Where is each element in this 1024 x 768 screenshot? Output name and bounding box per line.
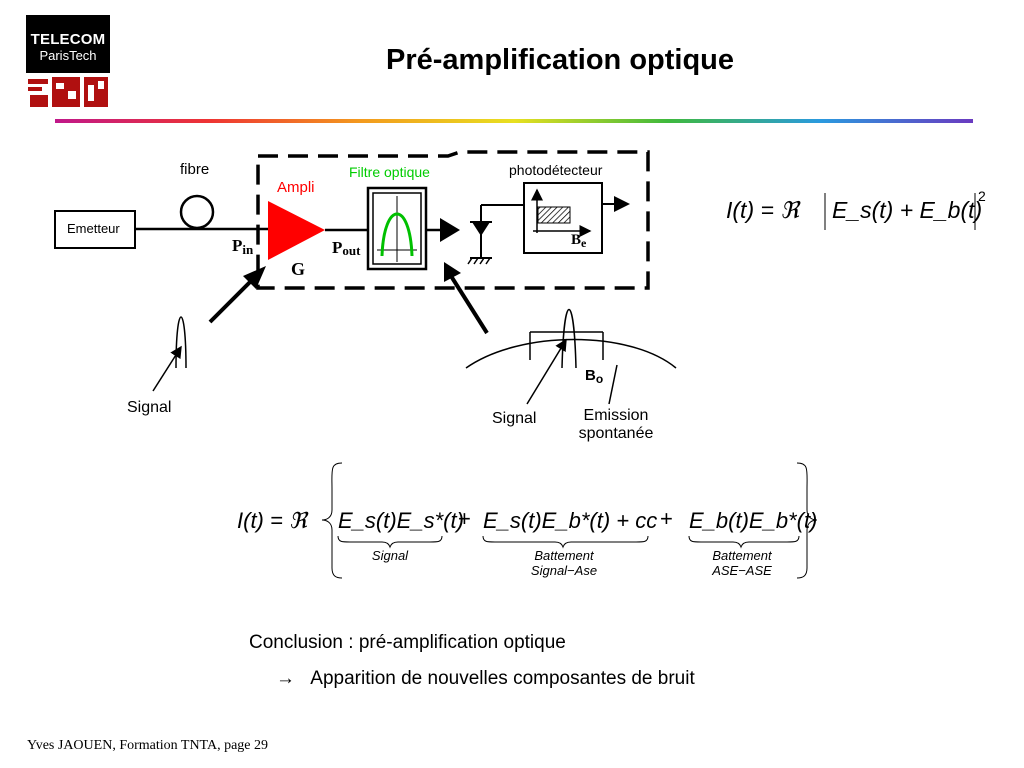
equation-top: I(t) = ℜ — [726, 197, 799, 224]
page-title: Pré-amplification optique — [385, 44, 735, 76]
amplifier-triangle-icon — [268, 201, 325, 260]
conclusion-bullet: → Apparition de nouvelles composantes de… — [276, 668, 695, 690]
logo-line2: ParisTech — [39, 48, 97, 63]
eq-top-lhs: I(t) = ℜ — [726, 197, 800, 223]
p-out-label: Pout — [332, 238, 361, 258]
logo-box: TELECOM ParisTech — [26, 15, 110, 73]
pout-pointer-line — [449, 274, 489, 335]
arrow-icon: → — [276, 668, 295, 689]
conclusion-line: Conclusion : pré-amplification optique — [249, 632, 566, 653]
signal-left-label: Signal — [127, 399, 172, 416]
underbrace-signal-ase — [482, 535, 649, 549]
footer-text: Yves JAOUEN, Formation TNTA, page 29 — [27, 738, 269, 753]
eq-main-term2: E_s(t)E_b*(t) + cc — [483, 508, 658, 533]
label2-line1: Battement — [534, 548, 594, 563]
underbrace-signal — [337, 535, 443, 549]
output-arrow-icon — [440, 218, 460, 242]
label-signal: Signal — [371, 548, 409, 563]
emetteur-box — [54, 210, 136, 249]
right-signal-pointer — [526, 338, 567, 405]
fibre-coil-icon — [179, 194, 215, 230]
emission-spontanee-label: Emission spontanée — [571, 407, 661, 443]
gradient-divider — [55, 119, 973, 123]
conclusion-bullet-text: Apparition de nouvelles composantes de b… — [310, 668, 695, 689]
eq-main-term3: E_b(t)E_b*(t) — [689, 508, 818, 533]
left-signal-pointer — [152, 345, 182, 392]
pin-pointer-line — [208, 274, 258, 324]
filtre-optique-label: Filtre optique — [349, 164, 430, 180]
pin-pointer-arrow-icon — [243, 266, 266, 289]
emission-pointer — [608, 364, 618, 405]
logo-seal-mark — [28, 77, 108, 107]
filter-inner-box — [372, 192, 422, 265]
bo-filter-window — [529, 331, 604, 360]
bo-label: Bo — [585, 367, 604, 386]
eq-main-lhs: I(t) = ℜ — [237, 508, 307, 533]
photodetecteur-label: photodétecteur — [509, 162, 603, 178]
eq-top-body: E_s(t) + E_b(t) — [832, 197, 983, 223]
underbrace-ase-ase — [688, 535, 800, 549]
ase-spectrum — [465, 338, 677, 369]
p-in-label: Pin — [232, 236, 254, 257]
label2-line2: Signal−Ase — [530, 563, 598, 578]
logo-line1: TELECOM — [30, 31, 106, 48]
label3-line2: ASE−ASE — [712, 563, 772, 578]
gain-label: G — [291, 259, 306, 279]
emission-line1: Emission — [583, 407, 649, 424]
left-curly-brace — [321, 462, 343, 579]
eq-top-exponent: 2 — [978, 188, 986, 204]
dashed-enclosure — [256, 150, 650, 290]
label3-line1: Battement — [712, 548, 772, 563]
detector-band-hatch — [537, 206, 571, 224]
emission-line2: spontanée — [578, 425, 654, 442]
label-battement-signal-ase: Battement Signal−Ase — [508, 548, 620, 578]
eq-main-term1: E_s(t)E_s*(t) — [338, 508, 464, 533]
telecom-paristech-logo: TELECOM ParisTech — [26, 15, 110, 107]
right-curly-brace — [796, 462, 818, 579]
pout-pointer-arrow-icon — [444, 262, 461, 282]
fibre-label: fibre — [180, 161, 210, 178]
emetteur-label: Emetteur — [67, 221, 120, 236]
filter-curve-icon — [380, 212, 414, 257]
signal-right-label: Signal — [492, 410, 537, 427]
photodiode-icon — [472, 222, 490, 236]
right-signal-spectrum — [561, 309, 577, 369]
ampli-label: Ampli — [277, 179, 315, 196]
label-battement-ase-ase: Battement ASE−ASE — [690, 548, 794, 578]
eq-plus-2: + — [660, 506, 673, 531]
be-label: Be — [571, 232, 587, 250]
eq-plus-1: + — [458, 506, 471, 531]
left-signal-spectrum — [175, 316, 187, 369]
